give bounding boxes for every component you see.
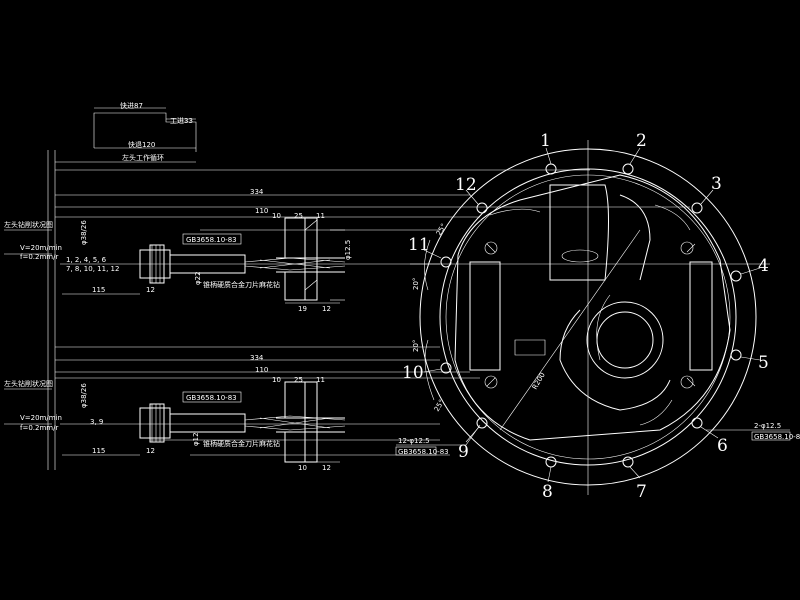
- upper-feed: f=0.2mm/r: [20, 253, 58, 261]
- note-left: 12-φ12.5 GB3658.10-83: [395, 424, 481, 456]
- hole-number-11: 11: [408, 235, 430, 255]
- lower-dim-10: 10: [272, 376, 281, 384]
- upper-dia-12-5: φ12.5: [344, 240, 352, 260]
- lower-dia-12: φ12: [192, 432, 200, 446]
- angle-20-upper: 20°: [412, 278, 420, 290]
- upper-span-dim: 334: [250, 188, 264, 196]
- fast-forward-label: 快进87: [120, 101, 143, 110]
- lower-spindle-code: GB3658.10-83: [186, 394, 237, 402]
- rim-hole: [545, 456, 557, 468]
- upper-spindle-code: GB3658.10-83: [186, 236, 237, 244]
- rim-hole: [476, 417, 488, 429]
- upper-drilling-view: 左头钻削状况图 V=20m/min f=0.2mm/r 334 110 10 2…: [4, 188, 440, 313]
- rim-hole: [440, 256, 452, 268]
- upper-small-dim: 12: [146, 286, 155, 294]
- angle-25-lower: 25°: [433, 398, 446, 413]
- hole-number-4: 4: [758, 256, 769, 276]
- cycle-title: 左头工作循环: [122, 153, 164, 162]
- lower-tool-dia: φ38/26: [80, 383, 88, 408]
- lower-dim-12: 12: [322, 464, 331, 472]
- upper-left-label: 左头钻削状况图: [4, 220, 53, 229]
- upper-dim-25: 25: [294, 212, 303, 220]
- lower-left-label: 左头钻削状况图: [4, 379, 53, 388]
- hole-number-5: 5: [758, 353, 769, 373]
- upper-holes-a: 1, 2, 4, 5, 6: [66, 256, 107, 264]
- plate-view: 1 2 3 4 5 6 7 8 9 10 11 12 25° 20° 20° 2…: [395, 131, 800, 502]
- hole-number-8: 8: [542, 482, 553, 502]
- upper-holes-b: 7, 8, 10, 11, 12: [66, 265, 119, 273]
- note-right-2: GB3658.10-83: [754, 433, 800, 441]
- hole-number-6: 6: [717, 436, 728, 456]
- lower-small-dim: 12: [146, 447, 155, 455]
- lower-left-dim: 115: [92, 447, 105, 455]
- upper-drill-note: 锥柄硬质合金刀片麻花钻: [203, 280, 280, 289]
- hole-number-9: 9: [458, 442, 469, 462]
- angle-25-upper: 25°: [435, 222, 448, 237]
- lower-drill-note: 锥柄硬质合金刀片麻花钻: [203, 439, 280, 448]
- upper-dim-11: 11: [316, 212, 325, 220]
- fast-return-label: 快退120: [128, 140, 155, 149]
- reference-lines: [47, 150, 690, 470]
- rim-hole: [622, 456, 634, 468]
- hole-number-12: 12: [455, 175, 477, 195]
- rim-hole: [476, 202, 488, 214]
- upper-speed: V=20m/min: [20, 244, 62, 252]
- rim-hole: [691, 417, 703, 429]
- lower-span-dim: 334: [250, 354, 264, 362]
- upper-dim-110: 110: [255, 207, 268, 215]
- upper-left-dim: 115: [92, 286, 105, 294]
- note-left-2: GB3658.10-83: [398, 448, 449, 456]
- lower-dim-110: 110: [255, 366, 268, 374]
- note-left-1: 12-φ12.5: [398, 437, 430, 445]
- note-right-1: 2-φ12.5: [754, 422, 781, 430]
- hole-number-3: 3: [711, 174, 722, 194]
- upper-dim-12: 12: [322, 305, 331, 313]
- upper-dia-22: φ22: [194, 271, 202, 285]
- work-feed-label: 工进33: [170, 117, 193, 125]
- upper-dim-10: 10: [272, 212, 281, 220]
- diameter-label: R200: [531, 371, 547, 391]
- hole-number-2: 2: [636, 131, 647, 151]
- angle-20-lower: 20°: [412, 340, 420, 352]
- lower-feed: f=0.2mm/r: [20, 424, 58, 432]
- rim-hole: [730, 349, 742, 361]
- lower-dim-10b: 10: [298, 464, 307, 472]
- hole-number-7: 7: [636, 482, 647, 502]
- lower-drilling-view: 左头钻削状况图 V=20m/min f=0.2mm/r 334 110 10 2…: [4, 354, 440, 472]
- rim-hole: [730, 270, 742, 282]
- hole-number-10: 10: [402, 363, 424, 383]
- work-cycle-chart: 快进87 工进33 快退120 左头工作循环: [55, 101, 197, 163]
- note-right: 2-φ12.5 GB3658.10-83: [706, 422, 800, 441]
- upper-dim-19: 19: [298, 305, 307, 313]
- hole-number-1: 1: [540, 131, 551, 151]
- upper-tool-dia: φ38/26: [80, 220, 88, 245]
- lower-holes: 3, 9: [90, 418, 103, 426]
- rim-hole: [545, 163, 557, 175]
- lower-dim-25: 25: [294, 376, 303, 384]
- lower-speed: V=20m/min: [20, 414, 62, 422]
- rim-hole: [440, 362, 452, 374]
- lower-dim-11: 11: [316, 376, 325, 384]
- rim-hole: [622, 163, 634, 175]
- rim-hole: [691, 202, 703, 214]
